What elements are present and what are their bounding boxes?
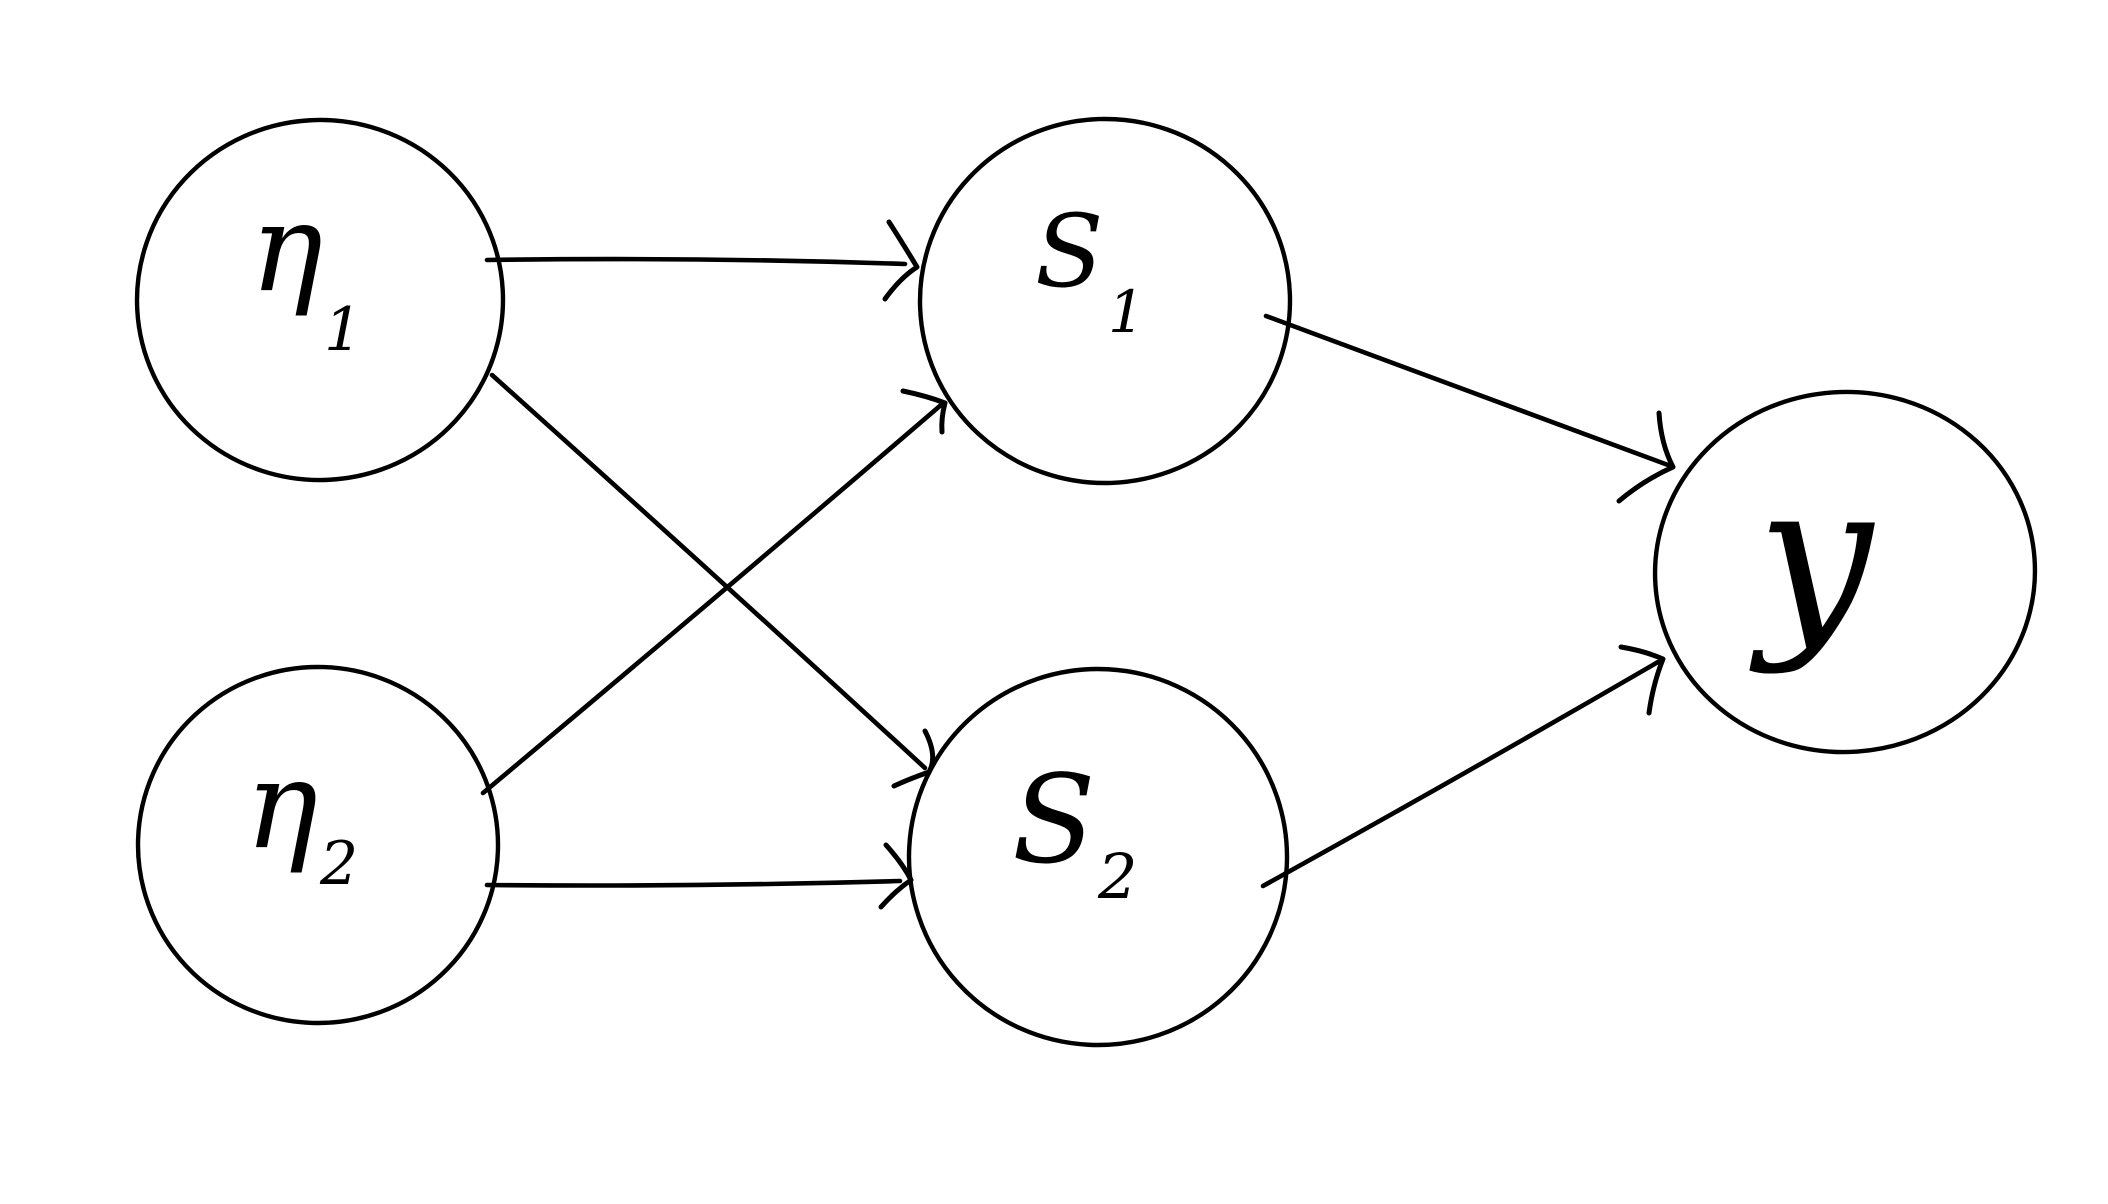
edge-s2-y-line <box>1260 659 1661 889</box>
node-s-1: S 1 <box>917 116 1293 486</box>
edge-s1-y-line <box>1263 313 1671 468</box>
edge-eta2-s1-line <box>480 402 944 796</box>
node-eta-1: η 1 <box>134 117 506 483</box>
edge-eta2-s2-line <box>484 878 903 888</box>
node-eta-1-circle <box>134 117 506 483</box>
edges <box>480 256 1671 889</box>
node-s-1-label: S 1 <box>1035 193 1145 346</box>
node-eta-2: η 2 <box>135 664 501 1026</box>
node-y-circle <box>1652 389 2038 755</box>
node-y-label: y <box>1749 439 1875 677</box>
edge-s1-y-arrowhead-icon <box>1616 410 1676 504</box>
node-eta-1-label: η 1 <box>250 177 362 365</box>
edge-eta1-s1-arrowhead-icon <box>882 219 920 302</box>
node-s-2: S 2 <box>906 666 1290 1048</box>
node-s-2-label: S 2 <box>1012 749 1137 913</box>
node-eta-2-circle <box>135 664 501 1026</box>
node-y: y <box>1652 389 2038 755</box>
edge-eta2-s1-arrowhead-icon <box>900 388 948 435</box>
edge-s2-y-arrowhead-icon <box>1618 644 1666 716</box>
edge-eta1-s1-line <box>484 256 908 267</box>
edge-eta2-s2-arrowhead-icon <box>878 842 914 910</box>
node-s-2-circle <box>906 666 1290 1048</box>
node-eta-2-label: η 2 <box>245 734 358 899</box>
arrowheads <box>878 219 1676 910</box>
edge-eta1-s2-line <box>489 372 928 771</box>
node-s-1-circle <box>917 116 1293 486</box>
